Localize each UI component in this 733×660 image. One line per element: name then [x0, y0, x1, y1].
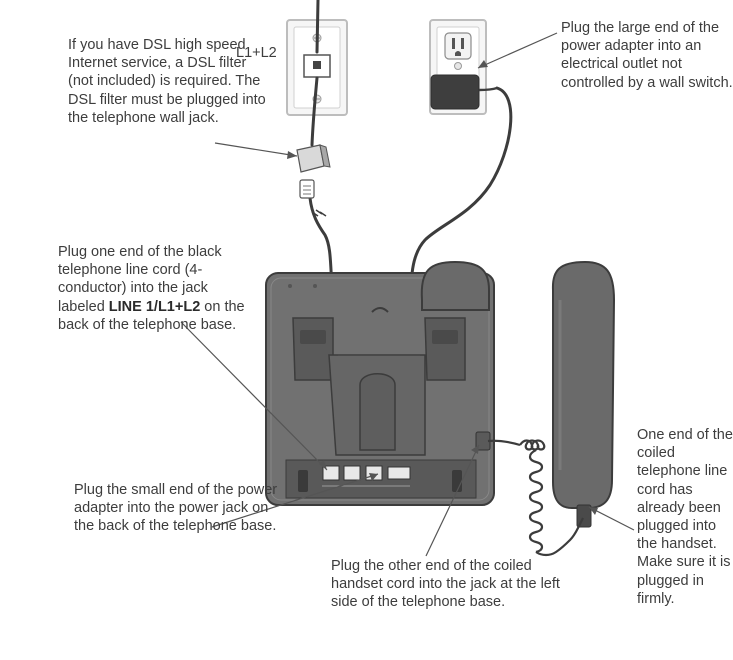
power-outlet-callout: Plug the large end of the power adapter … [561, 20, 733, 91]
line-cord-callout: Plug one end of the black telephone line… [58, 243, 258, 334]
electrical-outlet [429, 19, 498, 115]
dsl-filter [296, 144, 331, 217]
telephone-base [265, 260, 495, 506]
handset-cord-callout: Plug the other end of the coiled handset… [331, 558, 560, 611]
coiled-handset-cord [487, 439, 584, 557]
line-cord-text-start: Plug one end of the black telephone line… [58, 244, 222, 315]
line-jack-name: LINE 1/L1+L2 [108, 298, 201, 315]
jack-label: L1+L2 [236, 45, 277, 61]
line-cord-text-end: on the back of the telephone base. [58, 298, 245, 333]
handset [551, 260, 616, 528]
power-jack-callout: Plug the small end of the power adapter … [74, 482, 278, 535]
coiled-cord-callout: One end of the coiled telephone line cor… [637, 427, 733, 607]
arrowheads [287, 60, 598, 515]
dsl-filter-callout: If you have DSL high speed Internet serv… [68, 37, 266, 126]
wall-jack-plate [286, 19, 348, 116]
